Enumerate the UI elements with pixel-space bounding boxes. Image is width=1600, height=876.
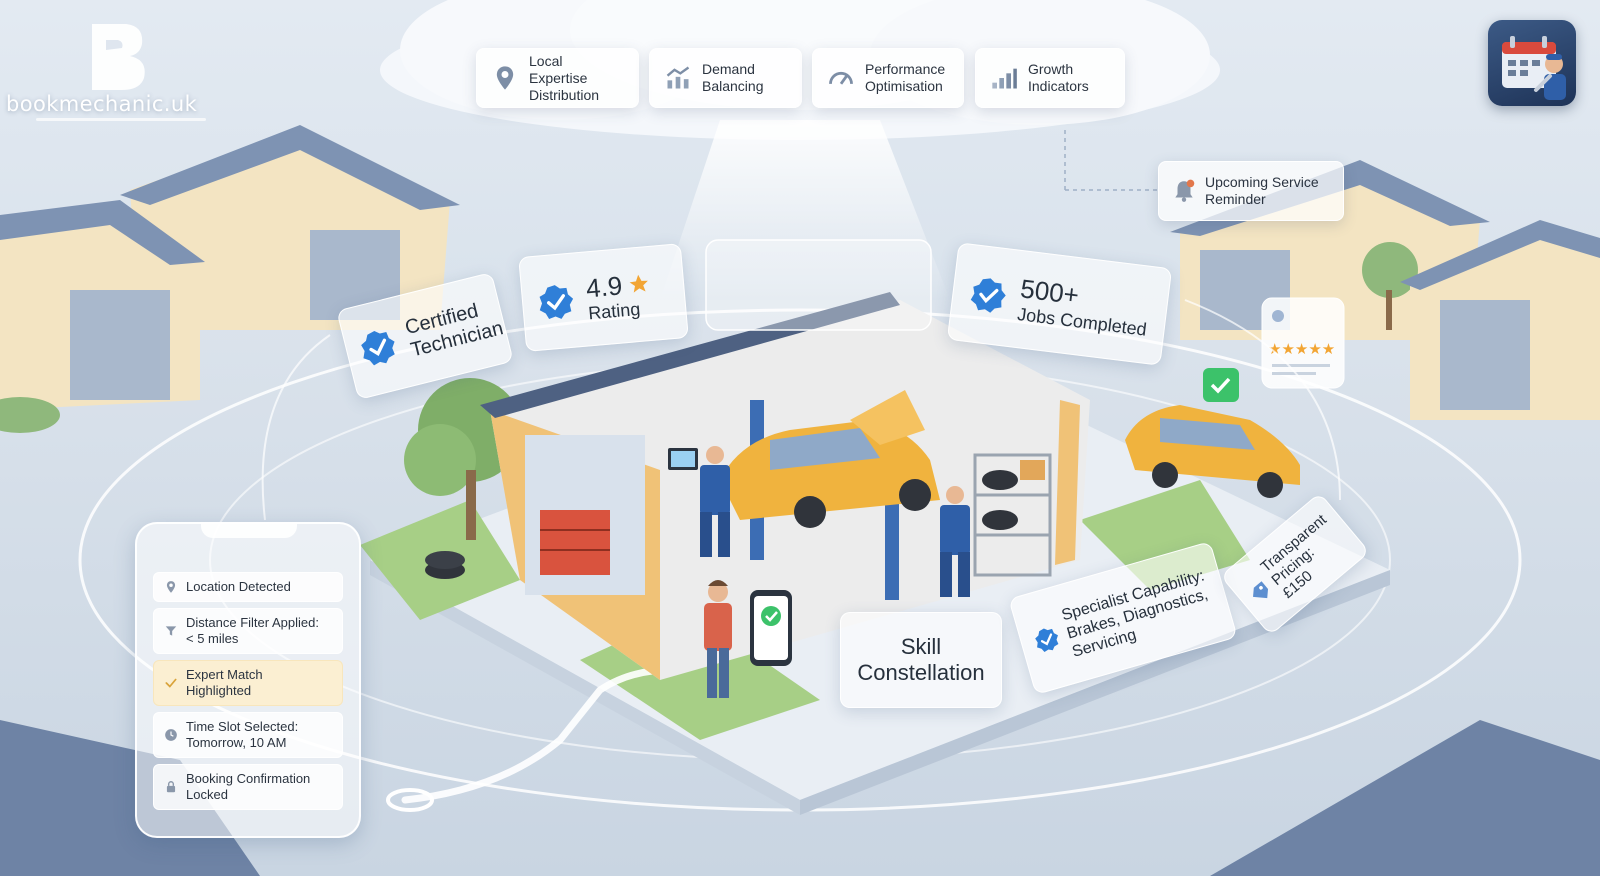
rating-card[interactable]: 4.9 Rating	[518, 243, 689, 352]
rating-value: 4.9	[584, 269, 624, 303]
jobs-completed-card[interactable]: 500+ Jobs Completed	[946, 242, 1173, 366]
skill-constellation-card[interactable]: Skill Constellation	[840, 612, 1002, 708]
brand-tagline-line	[36, 118, 206, 121]
reminder-line2: Reminder	[1205, 191, 1266, 207]
brand-name: bookmechanic.uk	[6, 92, 198, 116]
verified-badge-icon	[970, 278, 1006, 313]
step-line2: Highlighted	[186, 683, 252, 698]
verified-badge-icon	[361, 331, 395, 366]
step-line1: Location Detected	[186, 579, 291, 594]
step-line1: Time Slot Selected:	[186, 719, 299, 734]
calendar-mechanic-icon[interactable]	[1488, 20, 1576, 106]
location-pin-icon	[496, 66, 514, 90]
review-bubble: ★★★★★	[1261, 297, 1345, 389]
customer-with-phone	[704, 580, 792, 698]
constellation-line1: Skill	[900, 634, 942, 659]
booking-flow-phone: Location Detected Distance Filter Applie…	[135, 522, 361, 838]
house-right-front	[1400, 220, 1600, 420]
verified-badge-icon	[1035, 628, 1059, 653]
check-icon	[165, 678, 177, 688]
step-line2: Tomorrow, 10 AM	[186, 735, 287, 750]
mechanic-wheel	[940, 486, 970, 597]
house-left-front	[0, 200, 205, 433]
star-icon	[629, 274, 648, 293]
logo-mark-icon	[92, 24, 145, 90]
metric-label-line1: Demand	[702, 61, 755, 77]
gauge-icon	[829, 72, 853, 85]
step-line1: Booking Confirmation	[186, 771, 311, 786]
calendar-icon	[1502, 36, 1566, 100]
brand-logo[interactable]: bookmechanic.uk	[6, 18, 216, 128]
price-tag-icon	[1253, 581, 1269, 599]
reminder-line1: Upcoming Service	[1205, 174, 1319, 190]
metric-label-line1: Performance	[865, 61, 946, 77]
lock-icon	[166, 781, 176, 793]
specialist-capability-card[interactable]: Specialist Capability: Brakes, Diagnosti…	[1008, 540, 1238, 696]
location-pin-icon	[166, 581, 176, 593]
mechanic-laptop	[668, 446, 730, 557]
step-line1: Distance Filter Applied:	[186, 615, 319, 630]
metric-label-line2: Indicators	[1028, 78, 1089, 94]
bar-growth-icon	[992, 68, 1017, 89]
step-distance-filter[interactable]: Distance Filter Applied:< 5 miles	[153, 608, 343, 654]
certified-technician-card[interactable]: Certified Technician	[336, 272, 514, 400]
parked-car	[1125, 405, 1300, 498]
transparent-pricing-card[interactable]: Transparent Pricing: £150	[1220, 492, 1370, 636]
bell-icon	[1175, 179, 1195, 202]
metric-label-line2: Optimisation	[865, 78, 943, 94]
step-line2: < 5 miles	[186, 631, 239, 646]
verified-badge-icon	[539, 284, 574, 319]
metric-label-line2: Balancing	[702, 78, 764, 94]
chart-trend-icon	[666, 66, 690, 89]
svg-text:★★★★★: ★★★★★	[1268, 340, 1335, 358]
metric-label-line2: Distribution	[529, 86, 600, 103]
constellation-line2: Constellation	[857, 660, 985, 685]
clock-icon	[165, 729, 177, 741]
phone-notch	[201, 522, 297, 538]
metric-label-line1: Local Expertise	[529, 52, 588, 86]
lifted-car	[720, 390, 940, 528]
filter-icon	[165, 626, 177, 636]
metric-label-line1: Growth	[1028, 61, 1074, 77]
step-location-detected[interactable]: Location Detected	[153, 572, 343, 602]
step-time-slot[interactable]: Time Slot Selected:Tomorrow, 10 AM	[153, 712, 343, 758]
step-line1: Expert Match	[186, 667, 263, 682]
step-line2: Locked	[186, 787, 228, 802]
